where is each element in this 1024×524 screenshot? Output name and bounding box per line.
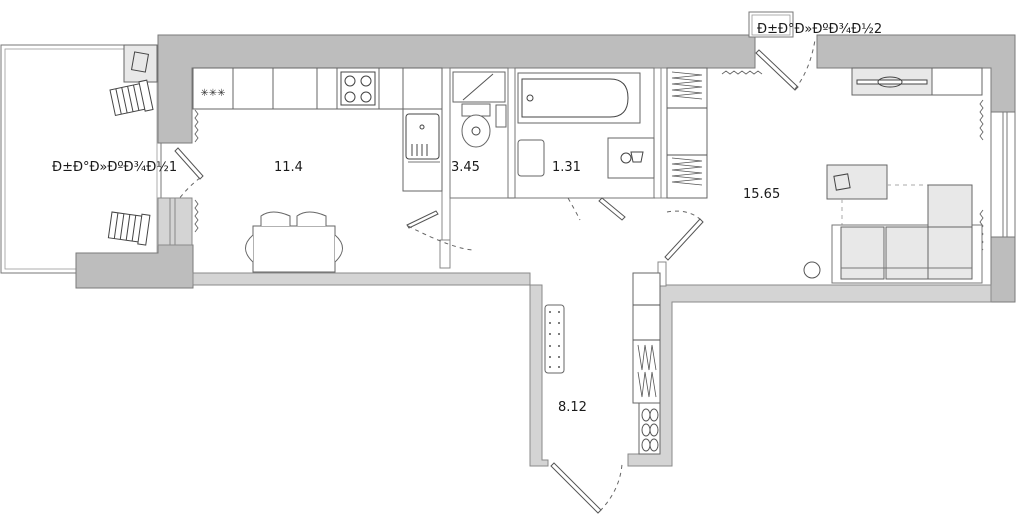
balcony-1-area — [0, 44, 162, 274]
entrance-door-icon — [550, 462, 602, 514]
walls — [75, 34, 1016, 467]
plant-icon — [123, 44, 158, 83]
room-label-wc: 3.45 — [451, 160, 480, 175]
balcony-door-icon — [755, 49, 799, 91]
room-label-balcony1: Ð±Ð°Ð»ÐºÐ¾Ð½1 — [52, 160, 178, 175]
coffee-table-icon — [826, 164, 888, 200]
svg-text:✳✳✳: ✳✳✳ — [200, 88, 225, 99]
wardrobe — [666, 67, 708, 199]
lounge-chair-icon — [107, 211, 151, 246]
kitchen-balcony-door-icon — [174, 147, 204, 180]
socket-icon — [803, 261, 821, 279]
bathroom — [514, 67, 655, 221]
living-room — [664, 67, 984, 284]
balcony-2-area — [721, 11, 816, 91]
stove-icon — [336, 67, 380, 110]
washbasin-icon — [517, 139, 545, 177]
radiator-icon — [544, 304, 565, 374]
room-label-kitchen: 11.4 — [274, 160, 303, 175]
bathtub-icon — [517, 72, 641, 124]
shower-icon — [452, 71, 506, 103]
sofa-icon — [831, 184, 983, 284]
room-label-bathroom: 1.31 — [552, 160, 581, 175]
wc — [406, 67, 509, 251]
room-label-hall: 8.12 — [558, 400, 587, 415]
room-label-balcony2: Ð±Ð°Ð»ÐºÐ¾Ð½2 — [757, 22, 883, 37]
room-label-living: 15.65 — [743, 187, 781, 202]
fridge-icon — [192, 67, 234, 110]
hallway — [544, 272, 661, 514]
kitchen: ✳✳✳ — [174, 67, 443, 273]
dining-table-icon — [245, 211, 343, 273]
lounge-chair-icon — [109, 79, 154, 117]
toilet-icon — [461, 114, 491, 148]
